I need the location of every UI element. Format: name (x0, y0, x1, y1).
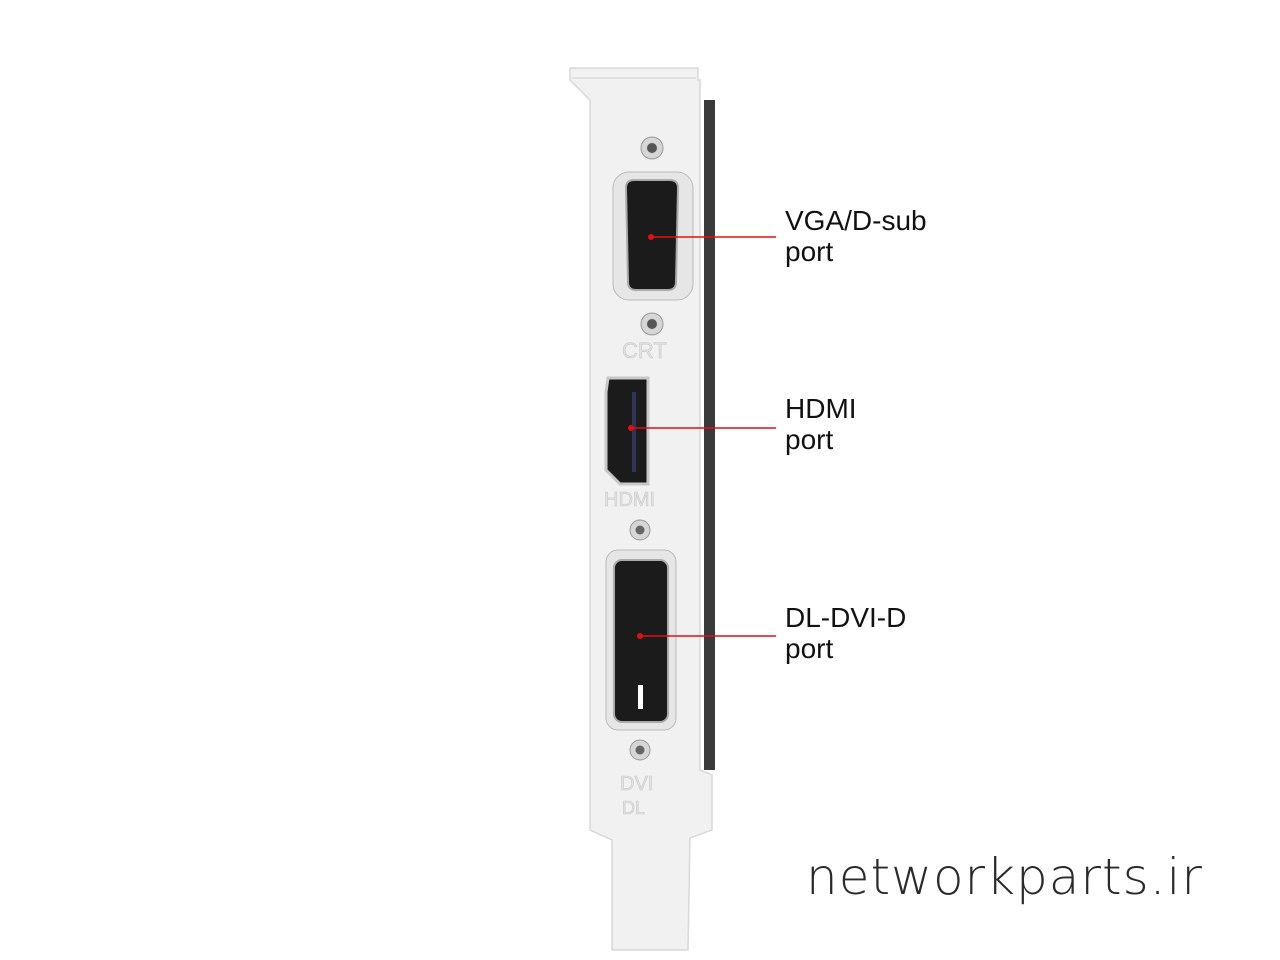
dvi-label: DL-DVI-D port (785, 602, 906, 664)
hdmi-label-suffix: port (785, 424, 834, 455)
crt-marking: CRT (622, 338, 667, 363)
hdmi-marking: HDMI (604, 489, 655, 511)
callout-dvi (637, 633, 776, 639)
hdmi-label-name: HDMI (785, 393, 857, 424)
dvi-connector (605, 519, 677, 761)
vga-label-suffix: port (785, 236, 834, 267)
watermark: networkparts.ir (806, 848, 1203, 906)
vga-label-name: VGA/D-sub (785, 205, 927, 236)
vga-label: VGA/D-sub port (785, 205, 927, 267)
callout-vga (648, 234, 776, 240)
dvi-label-suffix: port (785, 633, 834, 664)
dvi-marking: DVI (620, 773, 653, 795)
dl-marking: DL (622, 798, 645, 818)
callout-hdmi (628, 425, 776, 431)
hdmi-label: HDMI port (785, 393, 857, 455)
bracket-edge (704, 100, 715, 770)
dvi-label-name: DL-DVI-D (785, 602, 907, 633)
hdmi-connector (604, 376, 650, 486)
